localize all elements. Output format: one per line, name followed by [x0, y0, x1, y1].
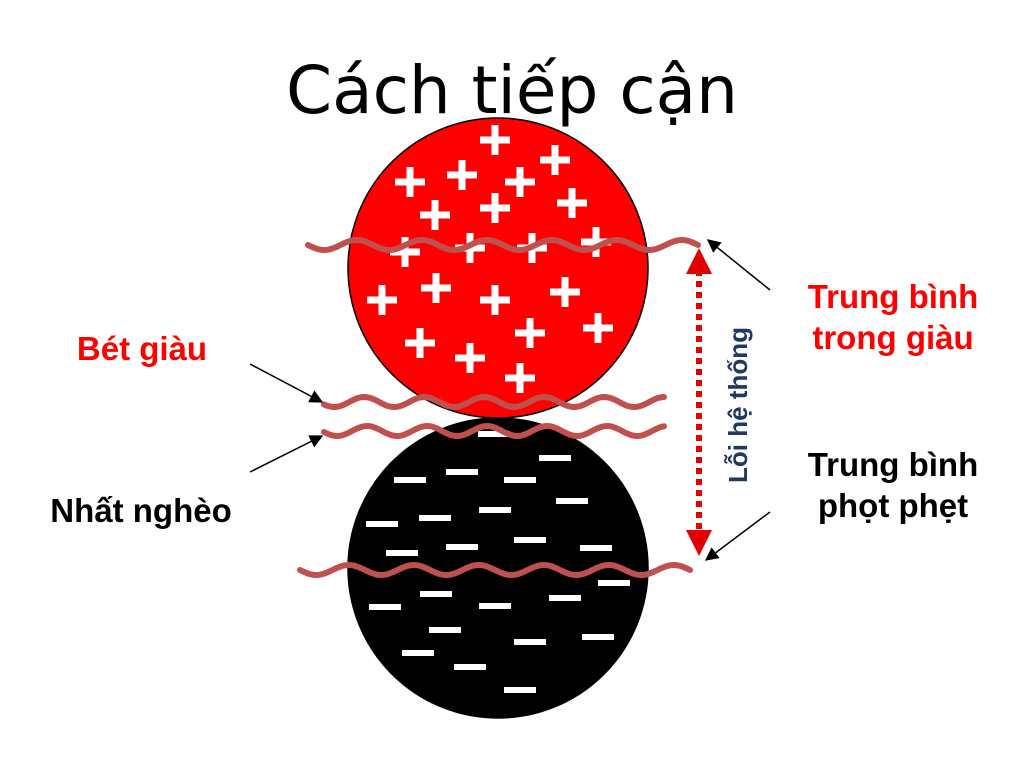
plus-sign-icon	[367, 285, 397, 315]
minus-sign-icon	[598, 580, 630, 586]
wave-lines	[297, 236, 701, 579]
minus-sign-icon	[556, 498, 588, 504]
minus-sign-icon	[549, 595, 581, 601]
label-nhat-ngheo-text: Nhất nghèo	[50, 492, 232, 529]
minus-sign-icon	[580, 545, 612, 551]
label-trung-binh-phot-phet-line1: Trung bình	[807, 446, 979, 483]
minus-sign-icon	[478, 431, 510, 437]
label-trung-binh-phot-phet: Trung bình phọt phẹt	[778, 444, 1008, 527]
minus-sign-icon	[366, 521, 398, 527]
wave-line-bottom	[297, 561, 693, 579]
plus-sign-icon	[447, 160, 477, 190]
label-trung-binh-trong-giau: Trung bình trong giàu	[778, 276, 1008, 359]
plus-sign-icon	[390, 237, 420, 267]
minus-sign-icon	[402, 650, 434, 656]
plus-sign-icon	[420, 200, 450, 230]
plus-sign-icon	[505, 167, 535, 197]
minus-sign-icon	[386, 550, 418, 556]
plus-sign-icon	[583, 313, 613, 343]
minus-sign-icon	[539, 455, 571, 461]
plus-sign-icon	[395, 167, 425, 197]
minus-sign-icon	[446, 544, 478, 550]
label-trung-binh-trong-giau-line1: Trung bình	[807, 278, 979, 315]
wave-line-nhat-ngheo	[321, 423, 667, 439]
plus-sign-icon	[581, 227, 611, 257]
plus-sign-icon	[480, 193, 510, 223]
pointer-arrow-nhat-ngheo	[249, 435, 324, 473]
minus-sign-icon	[504, 477, 536, 483]
plus-sign-icon	[550, 277, 580, 307]
minus-sign-icon	[582, 634, 614, 640]
minus-sign-icon	[420, 591, 452, 597]
minus-sign-icon	[454, 664, 486, 670]
minus-sign-icon	[479, 507, 511, 513]
label-nhat-ngheo: Nhất nghèo	[24, 490, 258, 531]
minus-sign-icon	[446, 469, 478, 475]
slide-title: Cách tiếp cận	[286, 52, 738, 129]
minus-sign-icon	[504, 687, 536, 693]
vertical-label-loi-he-thong: Lỗi hệ thống	[723, 327, 753, 483]
plus-sign-icon	[505, 363, 535, 393]
minus-sign-icon	[394, 477, 426, 483]
minus-sign-icon	[479, 603, 511, 609]
label-bet-giau-text: Bét giàu	[76, 330, 208, 367]
minus-signs	[366, 431, 630, 693]
plus-sign-icon	[480, 285, 510, 315]
minus-sign-icon	[429, 627, 461, 633]
plus-sign-icon	[515, 318, 545, 348]
plus-sign-icon	[455, 343, 485, 373]
rich-circle	[347, 117, 649, 419]
wave-line-top	[305, 236, 701, 254]
plus-sign-icon	[480, 125, 510, 155]
dotted-double-arrow	[686, 248, 712, 556]
pointer-arrow-bet-giau	[249, 363, 324, 403]
label-trung-binh-trong-giau-line2: trong giàu	[812, 319, 974, 357]
label-trung-binh-phot-phet-line2: phọt phẹt	[817, 487, 969, 525]
plus-sign-icon	[540, 145, 570, 175]
pointer-arrow-trung-binh-trong-giau	[706, 239, 771, 291]
minus-sign-icon	[419, 515, 451, 521]
label-bet-giau: Bét giàu	[52, 328, 232, 369]
plus-sign-icon	[557, 188, 587, 218]
minus-sign-icon	[514, 537, 546, 543]
plus-sign-icon	[405, 328, 435, 358]
minus-sign-icon	[514, 639, 546, 645]
minus-sign-icon	[369, 604, 401, 610]
wave-line-bet-giau	[321, 393, 667, 411]
plus-sign-icon	[421, 273, 451, 303]
pointer-arrow-trung-binh-phot-phet	[704, 511, 771, 561]
